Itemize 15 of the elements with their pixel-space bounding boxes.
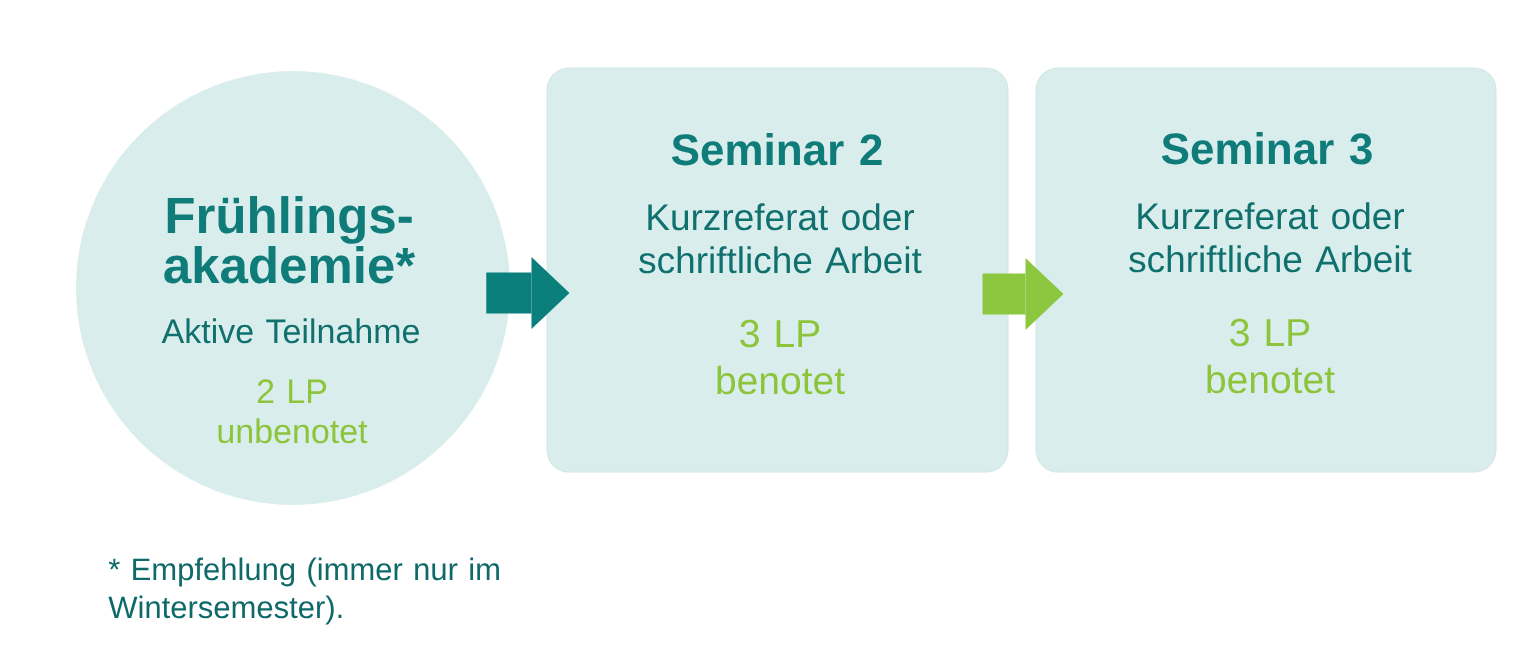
node-description: Kurzreferat oder schriftliche Arbeit <box>1129 202 1412 273</box>
node-description: Kurzreferat oder schriftliche Arbeit <box>639 203 922 274</box>
credit-points: 2 LP unbenotet <box>218 379 368 444</box>
block-arrow <box>982 258 1064 330</box>
footnote: * Empfehlung (immer nur im Wintersemester). <box>108 557 499 625</box>
node-description: Aktive Teilnahme <box>161 318 419 344</box>
node-title: Seminar 3 <box>1161 132 1372 165</box>
block-arrow <box>486 257 570 329</box>
credit-points: 3 LP benotet <box>717 319 845 395</box>
credit-points: 3 LP benotet <box>1207 318 1335 394</box>
node-title: Seminar 2 <box>671 133 882 166</box>
circle-node <box>76 71 510 505</box>
rounded-box <box>546 67 1009 473</box>
node-title: Frühlings-akademie* <box>164 196 416 284</box>
rounded-box <box>1035 67 1497 473</box>
